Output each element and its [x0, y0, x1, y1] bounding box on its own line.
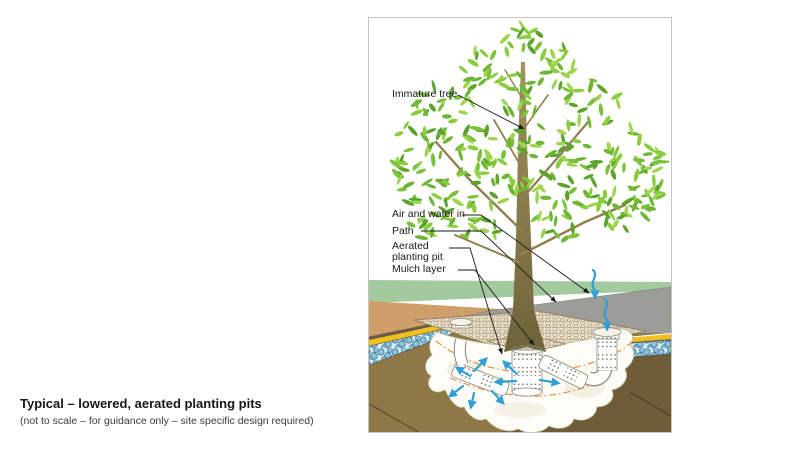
left-inlet-cap — [449, 317, 473, 326]
diagram-subtitle: (not to scale – for guidance only – site… — [20, 415, 314, 427]
tree-trunk — [504, 62, 546, 352]
tree-foliage — [389, 20, 670, 243]
aeration-system — [449, 317, 622, 397]
soil-edge-right — [629, 391, 671, 417]
label-air-and-water-in: Air and water in — [392, 208, 465, 220]
left-elbow — [454, 338, 468, 368]
leader-immature-tree — [457, 94, 525, 130]
air-in-squiggle-arrow — [590, 268, 600, 300]
air-dispersal-arrow — [447, 384, 465, 398]
diagram-title: Typical – lowered, aerated planting pits — [20, 396, 262, 411]
planting-pit-diagram — [369, 20, 671, 432]
air-dispersal-arrow — [472, 357, 488, 373]
root-collar-rim — [511, 345, 543, 355]
leader-aerated-pit — [449, 247, 503, 355]
air-dispersal-arrow — [538, 377, 561, 387]
left-sub-base — [369, 323, 453, 346]
leader-path — [421, 230, 557, 303]
root-collar-base — [511, 387, 543, 397]
label-immature-tree: Immature tree — [392, 88, 458, 100]
right-perforated-pipe — [538, 354, 588, 389]
label-aerated-planting-pit: Aerated planting pit — [392, 240, 443, 263]
air-dispersal-arrow — [493, 377, 518, 387]
left-binding-layer — [369, 320, 449, 340]
pit-shading — [494, 402, 546, 418]
air-dispersal-arrow — [467, 391, 477, 410]
air-dispersal-arrow — [501, 360, 519, 376]
leader-air-water — [462, 214, 590, 294]
air-in-squiggle-arrow — [602, 297, 612, 332]
air-dispersal-arrow — [454, 366, 472, 378]
label-path: Path — [392, 225, 414, 237]
diagram-panel — [368, 17, 672, 433]
caption-block: Typical – lowered, aerated planting pits… — [20, 396, 314, 427]
leader-mulch — [458, 269, 535, 346]
label-mulch-layer: Mulch layer — [392, 263, 446, 275]
air-dispersal-arrow — [490, 389, 505, 406]
airflow-arrows — [447, 268, 612, 410]
leader-lines — [421, 94, 590, 355]
soil-edge-left — [369, 403, 420, 432]
tree — [434, 62, 627, 352]
